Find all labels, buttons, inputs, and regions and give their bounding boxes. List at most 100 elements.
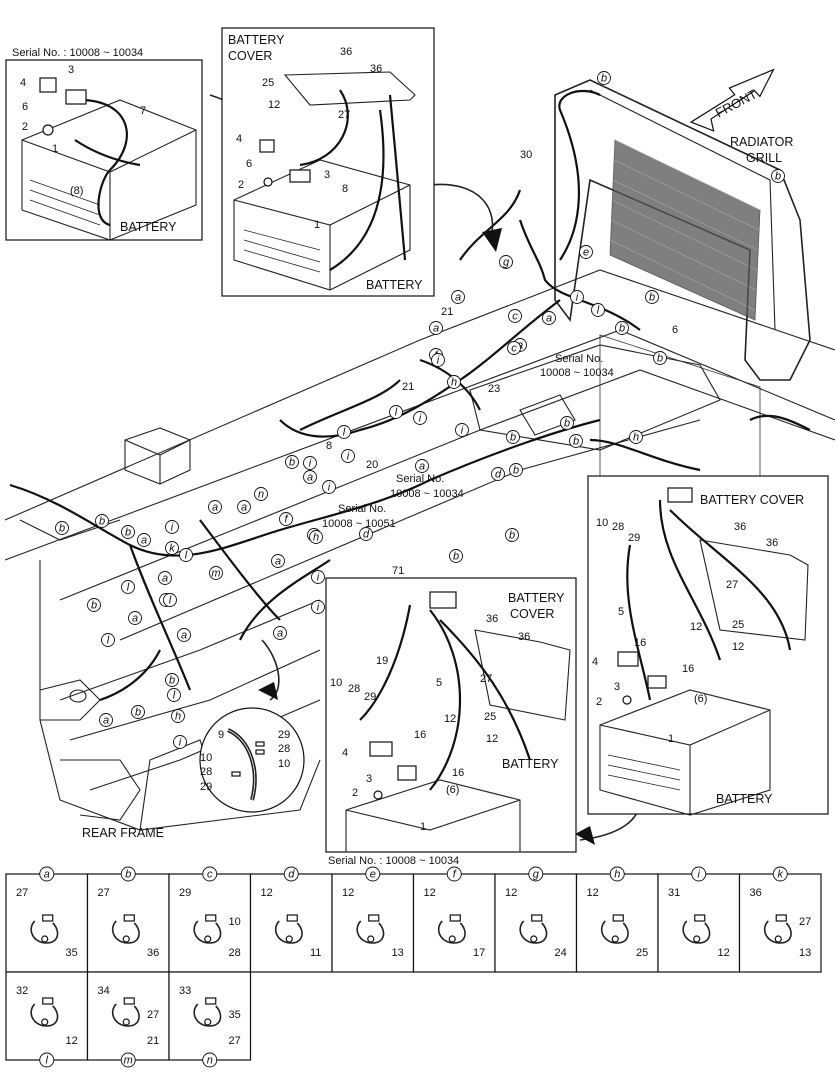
clamp-shape	[437, 920, 466, 944]
clamp-letter: a	[162, 573, 168, 585]
clamp-a-callout: a	[271, 554, 285, 568]
clamp-letter: i	[576, 292, 579, 304]
clamp-letter: i	[461, 425, 464, 437]
legend-part-number: 27	[98, 887, 110, 899]
clamp-letter: i	[171, 522, 174, 534]
part-number: 27	[338, 109, 350, 121]
clamp-letter: a	[307, 472, 313, 484]
clamp-i-callout: i	[341, 449, 355, 463]
clamp-letter: l	[395, 407, 398, 419]
legend-part-number: 12	[261, 887, 273, 899]
front-arrow: FRONT	[689, 68, 775, 132]
clamp-letter: h	[614, 869, 620, 881]
inset-battery-label: BATTERY	[366, 278, 423, 292]
clamp-letter: k	[778, 869, 784, 881]
clamp-a-callout: a	[128, 611, 142, 625]
clamp-letter: b	[453, 551, 459, 563]
part-number: 2	[238, 179, 244, 191]
part-number: 4	[592, 656, 598, 668]
clamp-letter: l	[597, 305, 600, 317]
clamp-bracket	[449, 914, 461, 922]
part-number: 23	[488, 383, 500, 395]
clamp-letter: i	[347, 451, 350, 463]
clamp-letter: b	[619, 323, 625, 335]
legend-part-number: 25	[636, 947, 648, 959]
inset-battery-cover-bottom: BATTERY COVER 36 36 19 5 27 10 28 29 12 …	[325, 577, 577, 867]
part-number: 4	[236, 133, 242, 145]
clamp-b-callout: b	[506, 430, 520, 444]
clamp-i-callout: i	[455, 423, 469, 437]
clamp-letter: b	[601, 73, 607, 85]
clamp-a-callout: a	[158, 571, 172, 585]
clamp-letter: b	[509, 530, 515, 542]
inset-title: COVER	[228, 49, 272, 63]
part-number: 16	[452, 767, 464, 779]
inset-title: BATTERY	[508, 591, 565, 605]
part-number: 6	[246, 158, 252, 170]
part-number: 36	[340, 46, 352, 58]
clamp-f-callout: f	[279, 512, 293, 526]
clamp-i-callout: i	[303, 456, 317, 470]
bolt	[693, 935, 701, 943]
clamp-bracket	[531, 914, 543, 922]
legend-part-number: 35	[229, 1009, 241, 1021]
clamp-l-callout: l	[167, 688, 181, 702]
clamp-letter: i	[179, 737, 182, 749]
clamp-letter: b	[510, 432, 516, 444]
clamp-letter: a	[275, 556, 281, 568]
clamp-bracket	[368, 914, 380, 922]
part-number: 6	[672, 324, 678, 336]
serial-label: Serial No.	[555, 353, 603, 365]
clamp-letter: l	[169, 595, 172, 607]
clamp-letter: f	[284, 514, 288, 526]
legend-part-number: 24	[555, 947, 567, 959]
clamp-a-callout: a	[451, 290, 465, 304]
clamp-letter: d	[363, 529, 370, 541]
clamp-letter: i	[317, 602, 320, 614]
legend-part-number: 33	[179, 985, 191, 997]
clamp-letter: a	[546, 313, 552, 325]
clamp-letter: m	[211, 568, 220, 580]
legend-part-number: 12	[424, 887, 436, 899]
part-number: 3	[324, 169, 330, 181]
legend-part-number: 12	[66, 1035, 78, 1047]
clamp-letter: l	[173, 690, 176, 702]
clamp-bracket	[205, 914, 217, 922]
clamp-l-callout: l	[389, 405, 403, 419]
clamp-bracket	[612, 914, 624, 922]
clamp-letter: i	[698, 869, 701, 881]
serial-range: 10008 ~ 10034	[540, 367, 614, 379]
clamp-b-callout: b	[55, 521, 69, 535]
clamp-b-callout: b	[505, 528, 519, 542]
part-number: 25	[732, 619, 744, 631]
part-number: 10	[200, 752, 212, 764]
clamp-letter: a	[419, 461, 425, 473]
clamp-letter: c	[511, 343, 517, 355]
clamp-letter: h	[451, 377, 457, 389]
inset-serial: Serial No. : 10008 ~ 10034	[12, 47, 143, 59]
clamp-h-callout: h	[171, 709, 185, 723]
part-number: 21	[402, 381, 414, 393]
part-number: 5	[618, 606, 624, 618]
bolt	[41, 935, 49, 943]
serial-label: Serial No.	[396, 473, 444, 485]
part-number: (8)	[70, 185, 83, 197]
clamp-letter: m	[124, 1055, 133, 1067]
clamp-letter: b	[657, 353, 663, 365]
clamp-letter: n	[207, 1055, 213, 1067]
legend-part-number: 27	[16, 887, 28, 899]
radiator-label-2: GRILL	[746, 151, 782, 165]
clamp-shape	[193, 1003, 222, 1027]
clamp-letter: a	[212, 502, 218, 514]
clamp-letter: i	[328, 482, 331, 494]
clamp-b-callout: b	[95, 514, 109, 528]
part-number: 20	[366, 459, 378, 471]
